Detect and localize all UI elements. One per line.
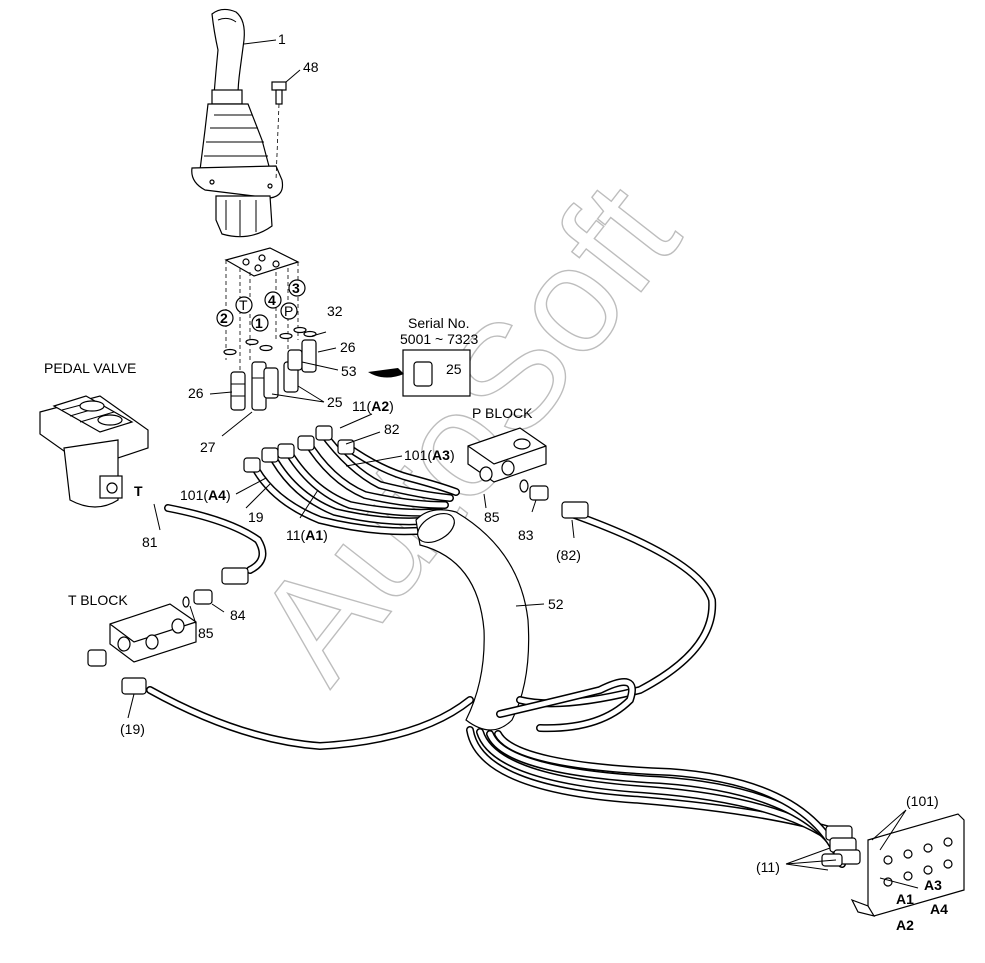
- port-marker-4: 4: [264, 291, 282, 309]
- callout-11-a2: 11(A2): [352, 398, 394, 414]
- port-label-A2: A2: [896, 917, 914, 933]
- svg-text:Serial No.: Serial No.: [408, 315, 469, 331]
- callout-85-t: 85: [198, 625, 214, 641]
- svg-text:4: 4: [268, 292, 276, 308]
- callout-84: 84: [230, 607, 246, 623]
- flange-plate: [224, 247, 300, 277]
- callout-83: 83: [518, 527, 534, 543]
- joystick-lever: [191, 8, 284, 238]
- callout-81: 81: [142, 534, 158, 550]
- fitting-53: [287, 349, 303, 371]
- t-block: T BLOCK: [68, 567, 249, 695]
- callout-25: 25: [327, 394, 343, 410]
- long-hoses: [146, 504, 846, 868]
- callout-82-ref: (82): [556, 547, 581, 563]
- hose-end-fittings: [243, 425, 355, 473]
- svg-text:T BLOCK: T BLOCK: [68, 592, 128, 608]
- callout-48: 48: [303, 59, 319, 75]
- callout-26-right: 26: [340, 339, 356, 355]
- port-marker-1: 1: [251, 314, 269, 332]
- port-label-A4: A4: [930, 901, 948, 917]
- callout-101-a3: 101(A3): [404, 447, 455, 463]
- protective-sleeve-52: [415, 509, 530, 731]
- port-marker-P: P: [280, 302, 298, 320]
- callout-101-ref: (101): [906, 793, 939, 809]
- callout-82: 82: [384, 421, 400, 437]
- svg-text:25: 25: [446, 361, 462, 377]
- port-label-A1: A1: [896, 891, 914, 907]
- callout-labels: 1 48 32 26 53 26 25 27 11(A2) 82 101(A3)…: [120, 31, 948, 933]
- pedal-valve: PEDAL VALVE: [39, 360, 149, 508]
- o-rings: [223, 326, 317, 356]
- callout-85-p: 85: [484, 509, 500, 525]
- svg-text:2: 2: [220, 310, 228, 326]
- port-marker-T: T: [235, 296, 253, 314]
- svg-text:P: P: [284, 303, 293, 319]
- svg-text:P BLOCK: P BLOCK: [472, 405, 533, 421]
- fitting-26-right: [301, 339, 317, 373]
- callout-27: 27: [200, 439, 216, 455]
- hose-bundle: [248, 428, 460, 536]
- serial-inset: Serial No. 5001 ~ 7323 25: [368, 315, 478, 397]
- callout-T-port: T: [134, 483, 143, 499]
- port-marker-3: 3: [288, 279, 306, 297]
- svg-text:T: T: [239, 297, 248, 313]
- callout-11-ref: (11): [756, 859, 780, 875]
- callout-32: 32: [327, 303, 343, 319]
- callout-19-ref: (19): [120, 721, 145, 737]
- p-block: P BLOCK: [467, 405, 589, 519]
- leader-lines: [127, 39, 919, 889]
- bolt-48: [271, 81, 287, 105]
- callout-1: 1: [278, 31, 286, 47]
- callout-101-a4: 101(A4): [180, 487, 231, 503]
- fitting-26-left: [230, 371, 246, 411]
- watermark: AutoSoft: [222, 152, 710, 710]
- watermark-text: AutoSoft: [223, 153, 710, 710]
- svg-text:5001 ~ 7323: 5001 ~ 7323: [400, 331, 478, 347]
- svg-text:3: 3: [292, 280, 300, 296]
- port-label-A3: A3: [924, 877, 942, 893]
- callout-52: 52: [548, 596, 564, 612]
- port-bracket: [821, 813, 965, 917]
- callout-53: 53: [341, 363, 357, 379]
- svg-text:PEDAL VALVE: PEDAL VALVE: [44, 360, 136, 376]
- svg-text:1: 1: [255, 315, 263, 331]
- callout-19: 19: [248, 509, 264, 525]
- callout-11-a1: 11(A1): [286, 527, 328, 543]
- callout-26-left: 26: [188, 385, 204, 401]
- port-marker-2: 2: [216, 309, 234, 327]
